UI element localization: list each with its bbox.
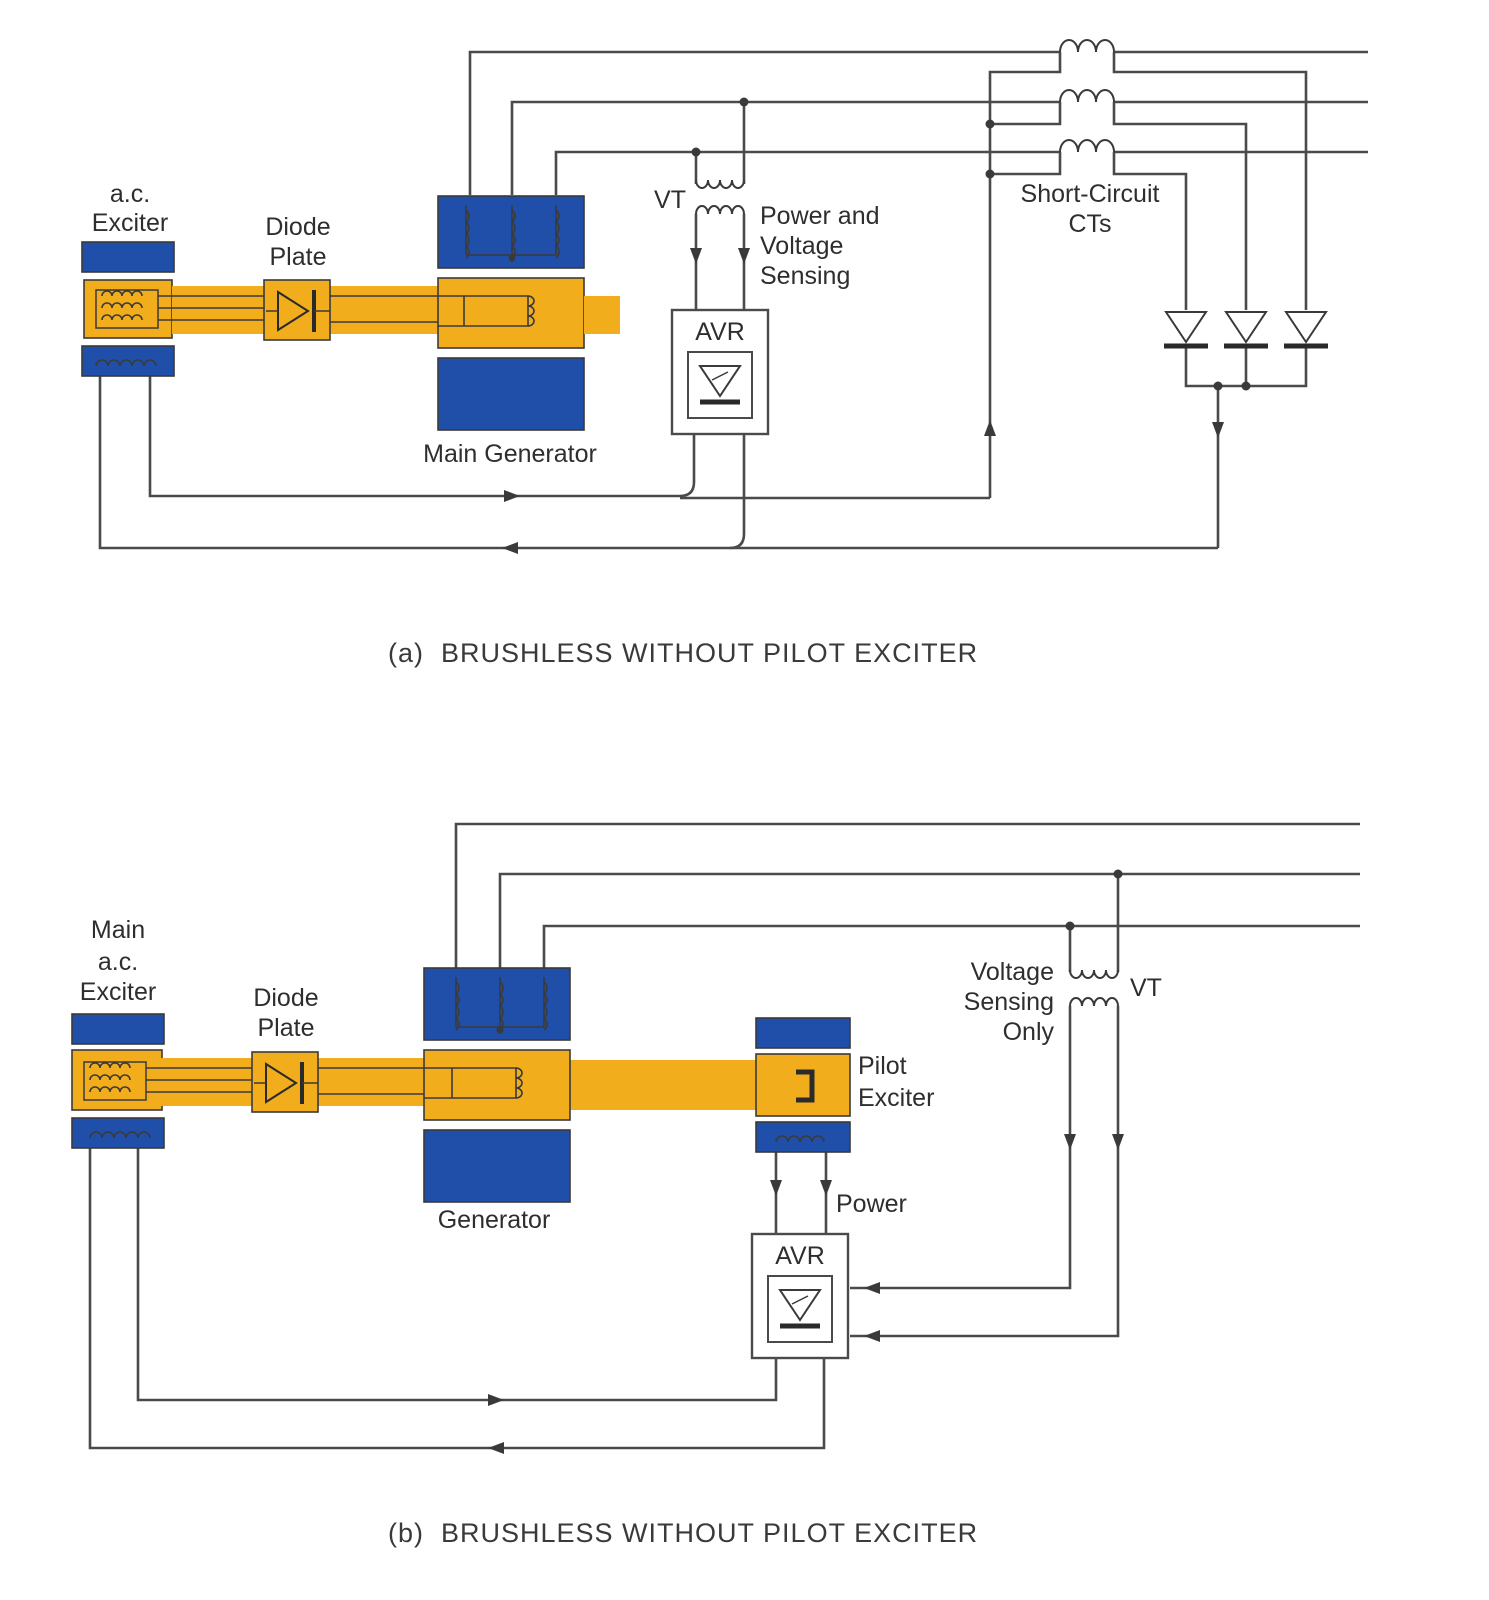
ct-rectifier-diode [1284, 311, 1328, 349]
ct-rectifier-diode [1224, 311, 1268, 349]
diode-plate-label-b-2: Plate [258, 1014, 315, 1042]
voltage-transformer-b [850, 869, 1124, 1342]
field-wiring-a [98, 372, 1218, 554]
output-lines-b [454, 822, 1360, 968]
main-ac-exciter-b [71, 1013, 165, 1149]
exciter-label-b-1: Main [91, 916, 145, 944]
caption-b: (b) BRUSHLESS WITHOUT PILOT EXCITER [388, 1518, 978, 1548]
avr-b: AVR [750, 1232, 850, 1360]
avr-a: AVR [670, 308, 770, 436]
pilot-exciter-b [755, 1017, 851, 1153]
diode-plate-label-b-1: Diode [253, 984, 318, 1012]
ct-rectifier-diode [1164, 311, 1208, 349]
field-wiring-b [88, 1140, 826, 1454]
output-lines-a [468, 50, 1368, 195]
pilot-exciter-label-2: Exciter [858, 1084, 934, 1112]
pilot-exciter-label-1: Pilot [858, 1052, 907, 1080]
pilot-power-wiring [770, 1148, 832, 1234]
generator-b [423, 967, 571, 1203]
ct-label-1: Short-Circuit [1021, 180, 1160, 208]
exciter-label-b-2: a.c. [98, 948, 138, 976]
main-generator-label: Main Generator [423, 440, 597, 468]
vt-label-b: VT [1130, 974, 1162, 1002]
shaft-b [146, 1051, 758, 1113]
main-generator-a [437, 195, 620, 431]
voltage-sensing-label-3: Only [1003, 1018, 1055, 1046]
voltage-transformer-a [690, 97, 750, 310]
diagram-a: AVR [81, 39, 1368, 668]
diode-plate-label-a-1: Diode [265, 213, 330, 241]
power-label: Power [836, 1190, 907, 1218]
diode-plate-label-a-2: Plate [270, 243, 327, 271]
ac-exciter-a [81, 241, 175, 377]
sensing-label-a-3: Sensing [760, 262, 850, 290]
vt-label-a: VT [654, 186, 686, 214]
sensing-label-a-2: Voltage [760, 232, 843, 260]
avr-a-label: AVR [695, 318, 745, 346]
diagram-b: AVR [71, 822, 1360, 1548]
avr-b-label: AVR [775, 1242, 825, 1270]
ct-secondary-wiring [984, 52, 1308, 548]
ct-label-2: CTs [1068, 210, 1111, 238]
ct-primary-coils [1059, 39, 1115, 153]
sensing-label-a-1: Power and [760, 202, 880, 230]
exciter-label-a-2: Exciter [92, 209, 168, 237]
generator-label: Generator [438, 1206, 551, 1234]
caption-a: (a) BRUSHLESS WITHOUT PILOT EXCITER [388, 638, 978, 668]
exciter-label-b-3: Exciter [80, 978, 156, 1006]
exciter-label-a-1: a.c. [110, 180, 150, 208]
voltage-sensing-label-2: Sensing [964, 988, 1054, 1016]
shaft-a [158, 279, 440, 341]
voltage-sensing-label-1: Voltage [971, 958, 1054, 986]
